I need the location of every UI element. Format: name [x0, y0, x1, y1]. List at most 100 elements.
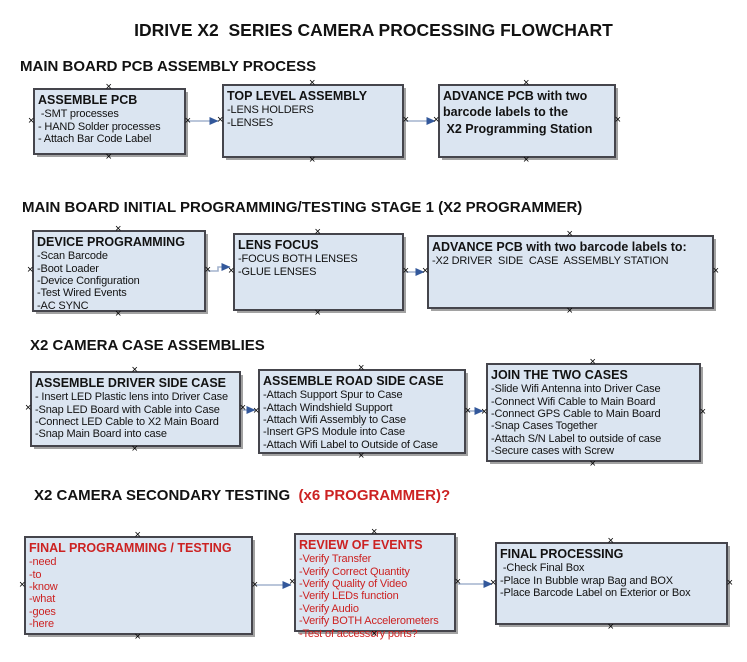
connection-anchor-icon: × [131, 364, 138, 376]
connection-anchor-icon: × [607, 535, 614, 547]
connection-anchor-icon: × [19, 578, 26, 591]
connection-anchor-icon: × [358, 362, 365, 374]
connection-anchor-icon: × [402, 265, 409, 277]
heading-text: X2 CAMERA SECONDARY TESTING [34, 487, 295, 504]
box-item: -Test Wired Events [37, 287, 127, 300]
flow-box-device-programming: DEVICE PROGRAMMING -Scan Barcode-Boot Lo… [27, 224, 211, 320]
box-item: -Connect Wifi Cable to Main Board [491, 395, 656, 408]
connection-anchor-icon: × [433, 114, 440, 126]
box-item: -LENS HOLDERS [227, 104, 314, 117]
box-item: -Snap LED Board with Cable into Case [35, 403, 220, 416]
box-item: -Attach S/N Label to outside of case [491, 432, 662, 445]
flow-box-final-programming-testing: FINAL PROGRAMMING / TESTING -need-to-kno… [19, 530, 258, 643]
box-header: ASSEMBLE ROAD SIDE CASE [263, 374, 444, 388]
box-item: -Verify Quality of Video [299, 578, 408, 591]
box-header: FINAL PROCESSING [500, 547, 624, 561]
connection-anchor-icon: × [314, 307, 321, 319]
box-item: -know [29, 581, 58, 594]
box-item: -Connect GPS Cable to Main Board [491, 408, 661, 421]
box-item: -Scan Barcode [37, 250, 108, 263]
box-item: -Snap Cases Together [491, 420, 598, 433]
flow-box-join-the-two-cases: JOIN THE TWO CASES -Slide Wifi Antenna i… [481, 357, 706, 470]
connection-anchor-icon: × [454, 575, 461, 588]
connection-anchor-icon: × [253, 404, 260, 417]
arrow-r2-1 [208, 263, 231, 272]
box-header: ADVANCE PCB with two barcode labels to t… [443, 89, 593, 136]
box-item: -here [29, 618, 54, 631]
box-item: -goes [29, 605, 56, 618]
box-header: FINAL PROGRAMMING / TESTING [29, 541, 232, 555]
box-header: JOIN THE TWO CASES [491, 368, 628, 382]
connection-anchor-icon: × [523, 154, 530, 166]
connection-anchor-icon: × [251, 578, 258, 591]
box-header: ADVANCE PCB with two barcode labels to: [432, 240, 687, 254]
connection-anchor-icon: × [105, 151, 112, 163]
flow-box-review-of-events: REVIEW OF EVENTS -Verify Transfer-Verify… [289, 527, 461, 640]
box-item: -Verify LEDs function [299, 590, 399, 603]
box-item: -Connect LED Cable to X2 Main Board [35, 416, 219, 429]
connection-anchor-icon: × [314, 226, 321, 238]
box-items: -SMT processes- HAND Solder processes- A… [38, 108, 181, 145]
connection-anchor-icon: × [726, 576, 733, 589]
connection-anchor-icon: × [566, 228, 573, 240]
flow-box-assemble-road-side-case: ASSEMBLE ROAD SIDE CASE -Attach Support … [253, 363, 471, 462]
flow-box-lens-focus: LENS FOCUS -FOCUS BOTH LENSES-GLUE LENSE… [228, 227, 409, 319]
box-item: -AC SYNC [37, 299, 89, 312]
connection-anchor-icon: × [27, 264, 34, 276]
box-item: -Place Barcode Label on Exterior or Box [500, 587, 691, 600]
flow-box-assemble-pcb: ASSEMBLE PCB -SMT processes- HAND Solder… [28, 82, 191, 163]
box-item: -Place In Bubble wrap Bag and BOX [500, 574, 673, 587]
box-item: -LENSES [227, 116, 274, 129]
flow-box-top-level-assembly: TOP LEVEL ASSEMBLY -LENS HOLDERS-LENSES … [217, 78, 409, 166]
box-items: -Verify Transfer-Verify Correct Quantity… [299, 553, 451, 640]
connection-anchor-icon: × [589, 356, 596, 368]
connection-anchor-icon: × [402, 114, 409, 126]
heading-text: X2 CAMERA CASE ASSEMBLIES [30, 337, 265, 354]
connection-anchor-icon: × [204, 264, 211, 276]
connection-anchor-icon: × [105, 81, 112, 93]
heading-text: MAIN BOARD INITIAL PROGRAMMING/TESTING S… [22, 199, 583, 216]
connection-anchor-icon: × [134, 631, 141, 643]
box-item: -what [29, 593, 56, 606]
box-item: -Check Final Box [500, 562, 585, 575]
connection-anchor-icon: × [28, 114, 35, 127]
connection-anchor-icon: × [422, 265, 429, 277]
connection-anchor-icon: × [358, 450, 365, 462]
flow-box-advance-pcb-programming-station: ADVANCE PCB with two barcode labels to t… [433, 78, 621, 166]
connection-anchor-icon: × [217, 114, 224, 126]
flow-box-final-processing: FINAL PROCESSING -Check Final Box-Place … [490, 536, 733, 633]
box-item: -Verify Correct Quantity [299, 565, 410, 578]
box-items: -Slide Wifi Antenna into Driver Case-Con… [491, 383, 696, 457]
box-item: -Attach Windshield Support [263, 401, 393, 414]
flow-box-advance-pcb-driver-side: ADVANCE PCB with two barcode labels to: … [422, 229, 719, 317]
box-item: - Attach Bar Code Label [38, 133, 152, 146]
connection-anchor-icon: × [309, 154, 316, 166]
box-item: -X2 DRIVER SIDE CASE ASSEMBLY STATION [432, 255, 669, 268]
connection-anchor-icon: × [134, 529, 141, 541]
box-header: DEVICE PROGRAMMING [37, 235, 185, 249]
box-item: -Boot Loader [37, 262, 99, 275]
section-heading-case-assemblies: X2 CAMERA CASE ASSEMBLIES [30, 337, 265, 354]
box-item: -Verify Transfer [299, 553, 372, 566]
box-items: -Attach Support Spur to Case-Attach Wind… [263, 389, 461, 451]
heading-red-text: (x6 PROGRAMMER)? [294, 487, 451, 504]
connection-anchor-icon: × [699, 405, 706, 418]
box-item: -Verify BOTH Accelerometers [299, 615, 439, 628]
connection-anchor-icon: × [184, 114, 191, 127]
connection-anchor-icon: × [523, 77, 530, 89]
box-header: TOP LEVEL ASSEMBLY [227, 89, 368, 103]
flow-box-assemble-driver-side-case: ASSEMBLE DRIVER SIDE CASE - Insert LED P… [25, 365, 246, 455]
box-header: LENS FOCUS [238, 238, 319, 252]
box-item: -Device Configuration [37, 275, 140, 288]
section-heading-initial-programming: MAIN BOARD INITIAL PROGRAMMING/TESTING S… [22, 199, 582, 216]
section-heading-pcb-assembly: MAIN BOARD PCB ASSEMBLY PROCESS [20, 58, 316, 75]
box-item: -Attach Wifi Label to Outside of Case [263, 438, 438, 451]
connection-anchor-icon: × [481, 405, 488, 418]
connection-anchor-icon: × [490, 576, 497, 589]
box-items: -Scan Barcode-Boot Loader-Device Configu… [37, 250, 201, 312]
box-items: -Check Final Box-Place In Bubble wrap Ba… [500, 562, 723, 599]
connection-anchor-icon: × [115, 223, 122, 235]
connection-anchor-icon: × [589, 458, 596, 470]
connection-anchor-icon: × [289, 575, 296, 588]
page-title: IDRIVE X2 SERIES CAMERA PROCESSING FLOWC… [134, 20, 613, 40]
